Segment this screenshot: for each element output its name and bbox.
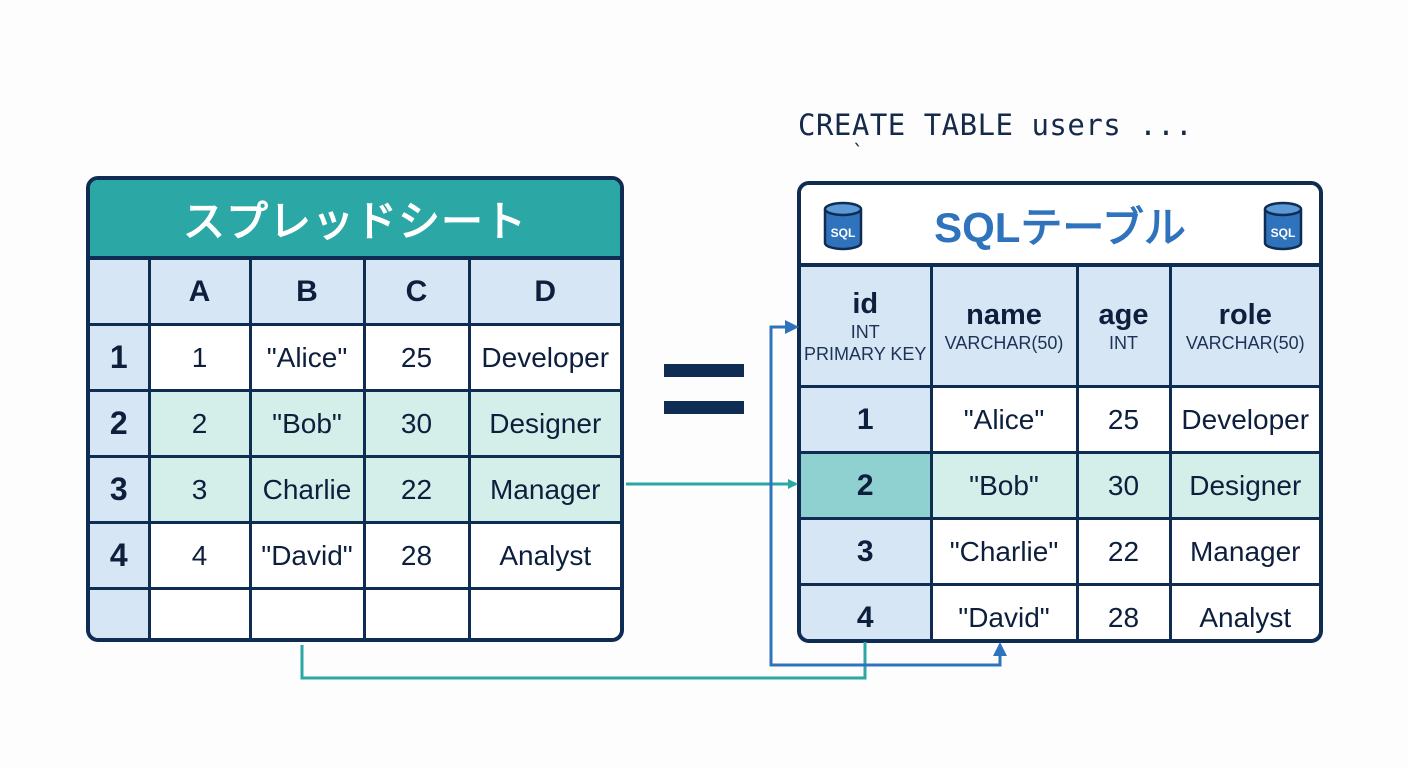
sql-cell[interactable]: "David"	[929, 583, 1079, 639]
spreadsheet-row: 1 1 "Alice" 25 Developer	[90, 323, 620, 392]
sql-grid: id INT PRIMARY KEY name VARCHAR(50) age …	[801, 267, 1319, 639]
sheet-cell[interactable]: Analyst	[467, 521, 620, 590]
sql-id-cell[interactable]: 3	[801, 517, 933, 586]
sheet-cell[interactable]: Developer	[467, 323, 620, 392]
code-tick-mark: `	[852, 140, 865, 164]
sql-row-highlighted: 2 "Bob" 30 Designer	[801, 451, 1319, 520]
spreadsheet-header-row: A B C D	[90, 260, 620, 326]
corner-cell	[90, 260, 151, 326]
sql-cell[interactable]: Developer	[1168, 385, 1319, 454]
column-header-role[interactable]: role VARCHAR(50)	[1168, 267, 1319, 388]
sql-id-cell[interactable]: 2	[801, 451, 933, 520]
column-header-c[interactable]: C	[362, 260, 471, 326]
sheet-cell[interactable]: 3	[147, 455, 252, 524]
row-number[interactable]: 3	[90, 455, 151, 524]
sheet-cell[interactable]: "Alice"	[248, 323, 366, 392]
name-column-blue-arrow	[865, 642, 1007, 667]
sql-row: 3 "Charlie" 22 Manager	[801, 517, 1319, 586]
column-constraint: PRIMARY KEY	[804, 344, 927, 364]
sheet-cell[interactable]	[147, 587, 252, 638]
row-number[interactable]: 2	[90, 389, 151, 458]
column-header-age[interactable]: age INT	[1075, 267, 1172, 388]
sql-id-cell[interactable]: 1	[801, 385, 933, 454]
sheet-cell[interactable]	[362, 587, 471, 638]
sql-cell[interactable]: "Charlie"	[929, 517, 1079, 586]
sheet-cell[interactable]: 1	[147, 323, 252, 392]
spreadsheet-row: 4 4 "David" 28 Analyst	[90, 521, 620, 590]
sql-cell[interactable]: "Bob"	[929, 451, 1079, 520]
equals-sign-top-bar	[664, 364, 744, 377]
equals-sign-bottom-bar	[664, 401, 744, 414]
column-header-name[interactable]: name VARCHAR(50)	[929, 267, 1079, 388]
spreadsheet-row: 2 2 "Bob" 30 Designer	[90, 389, 620, 458]
sheet-cell[interactable]: Designer	[467, 389, 620, 458]
column-name: name	[966, 299, 1042, 331]
create-table-snippet: CREATE TABLE users ...	[798, 108, 1194, 142]
database-icon: SQL	[823, 201, 863, 251]
sheet-cell[interactable]: 30	[362, 389, 471, 458]
column-type: INT	[850, 322, 880, 342]
column-name: role	[1218, 299, 1272, 331]
sheet-cell[interactable]: "Bob"	[248, 389, 366, 458]
sheet-cell[interactable]	[467, 587, 620, 638]
column-header-id[interactable]: id INT PRIMARY KEY	[801, 267, 933, 388]
spreadsheet-grid: A B C D 1 1 "Alice" 25 Developer 2 2 "Bo…	[90, 260, 620, 638]
svg-text:SQL: SQL	[831, 226, 856, 240]
sheet-cell[interactable]: 28	[362, 521, 471, 590]
sql-cell[interactable]: 25	[1075, 385, 1172, 454]
sql-cell[interactable]: Manager	[1168, 517, 1319, 586]
sheet-cell[interactable]: "David"	[248, 521, 366, 590]
sheet-cell[interactable]: 2	[147, 389, 252, 458]
sql-table-panel: SQL SQLテーブル SQL id INT PRIMARY KEY name …	[797, 181, 1323, 643]
column-header-d[interactable]: D	[467, 260, 620, 326]
sql-column-header-row: id INT PRIMARY KEY name VARCHAR(50) age …	[801, 267, 1319, 388]
spreadsheet-title: スプレッドシート	[90, 180, 620, 260]
sheet-cell[interactable]: Manager	[467, 455, 620, 524]
sql-row: 1 "Alice" 25 Developer	[801, 385, 1319, 454]
sheet-cell[interactable]	[248, 587, 366, 638]
sql-table-title: SQLテーブル	[934, 203, 1186, 251]
sheet-cell[interactable]: 4	[147, 521, 252, 590]
column-header-a[interactable]: A	[147, 260, 252, 326]
column-type: VARCHAR(50)	[1185, 333, 1305, 353]
svg-text:SQL: SQL	[1271, 226, 1296, 240]
column-name: age	[1098, 299, 1149, 331]
sql-cell[interactable]: 22	[1075, 517, 1172, 586]
sheet-cell[interactable]: 25	[362, 323, 471, 392]
sheet-cell[interactable]: 22	[362, 455, 471, 524]
spreadsheet-panel: スプレッドシート A B C D 1 1 "Alice" 25 Develope…	[86, 176, 624, 642]
row-number[interactable]	[90, 587, 151, 638]
sql-cell[interactable]: Analyst	[1168, 583, 1319, 639]
sql-table-header: SQL SQLテーブル SQL	[801, 185, 1319, 267]
sql-cell[interactable]: "Alice"	[929, 385, 1079, 454]
database-icon: SQL	[1263, 201, 1303, 251]
row-number[interactable]: 1	[90, 323, 151, 392]
sql-cell[interactable]: 30	[1075, 451, 1172, 520]
spreadsheet-row: 3 3 Charlie 22 Manager	[90, 455, 620, 524]
sql-row: 4 "David" 28 Analyst	[801, 583, 1319, 639]
sql-id-cell[interactable]: 4	[801, 583, 933, 639]
id-header-blue-arrow	[769, 320, 865, 667]
spreadsheet-row-empty	[90, 587, 620, 638]
sql-cell[interactable]: Designer	[1168, 451, 1319, 520]
sql-cell[interactable]: 28	[1075, 583, 1172, 639]
column-type: VARCHAR(50)	[944, 333, 1064, 353]
bottom-teal-connector	[300, 642, 867, 680]
sheet-cell[interactable]: Charlie	[248, 455, 366, 524]
column-header-b[interactable]: B	[248, 260, 366, 326]
row-number[interactable]: 4	[90, 521, 151, 590]
column-name: id	[852, 288, 879, 320]
column-type: INT	[1109, 333, 1138, 353]
